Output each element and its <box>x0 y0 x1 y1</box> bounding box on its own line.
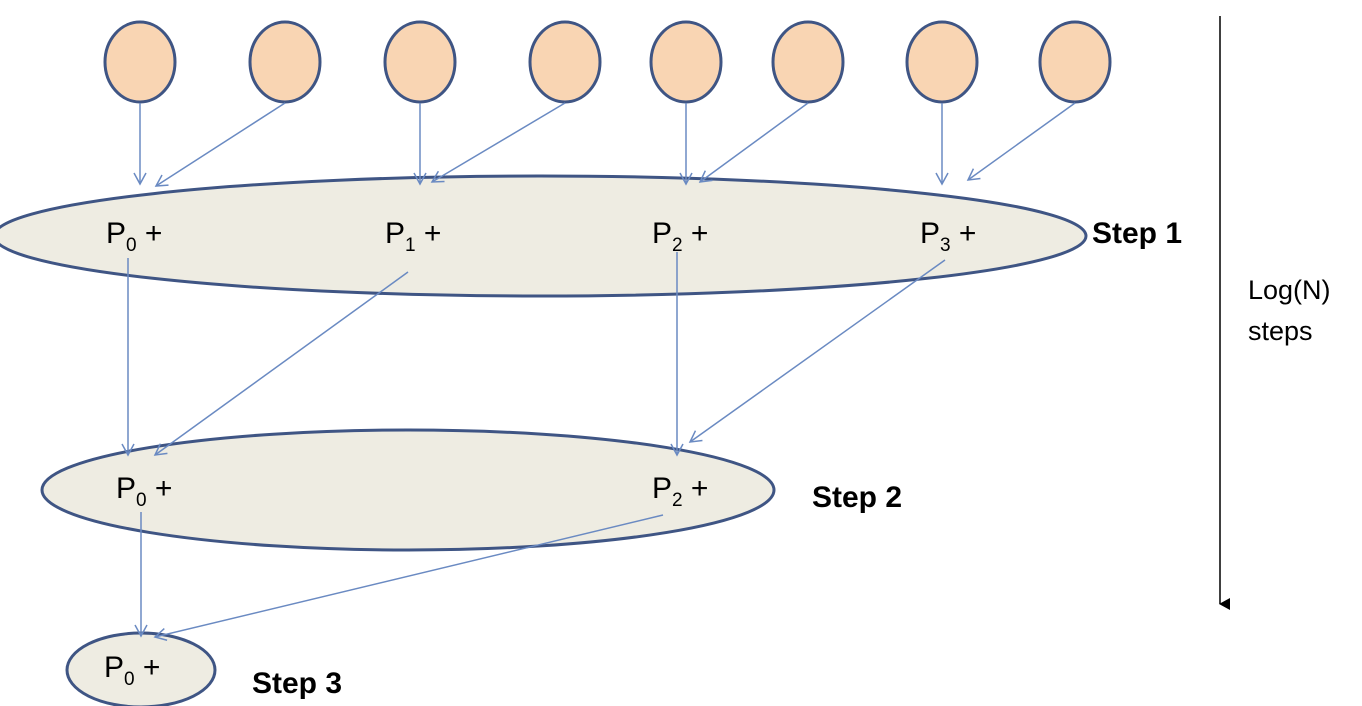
timeline-label: steps <box>1248 316 1313 346</box>
arrows-inputs-to-step-1 <box>133 102 1076 187</box>
arrow <box>430 102 566 183</box>
node-label: P0 + <box>116 472 172 511</box>
arrow <box>153 271 409 456</box>
arrow <box>154 102 286 187</box>
node-label: P3 + <box>920 217 976 256</box>
input-circle <box>383 20 457 104</box>
step-3-label: Step 3 <box>252 667 342 700</box>
arrow <box>153 514 664 641</box>
step-1-label: Step 1 <box>1092 217 1182 250</box>
input-circle <box>103 20 177 104</box>
arrows-step-1-to-step-2 <box>121 252 946 457</box>
input-circle <box>905 20 979 104</box>
arrows-step-2-to-step-3 <box>134 512 664 641</box>
arrow <box>688 259 946 443</box>
input-circle <box>528 20 602 104</box>
step-2-group <box>40 428 776 552</box>
step-2-label: Step 2 <box>812 481 902 514</box>
step-1-group <box>0 174 1088 298</box>
input-circles <box>103 20 1112 104</box>
arrow <box>698 102 809 183</box>
node-label: P0 + <box>106 217 162 256</box>
timeline-label: Log(N) <box>1248 275 1331 305</box>
node-label: P2 + <box>652 217 708 256</box>
arrow <box>966 102 1076 181</box>
node-label: P2 + <box>652 472 708 511</box>
input-circle <box>248 20 322 104</box>
node-label: P0 + <box>104 651 160 690</box>
input-circle <box>771 20 845 104</box>
input-circle <box>649 20 723 104</box>
input-circle <box>1038 20 1112 104</box>
node-label: P1 + <box>385 217 441 256</box>
